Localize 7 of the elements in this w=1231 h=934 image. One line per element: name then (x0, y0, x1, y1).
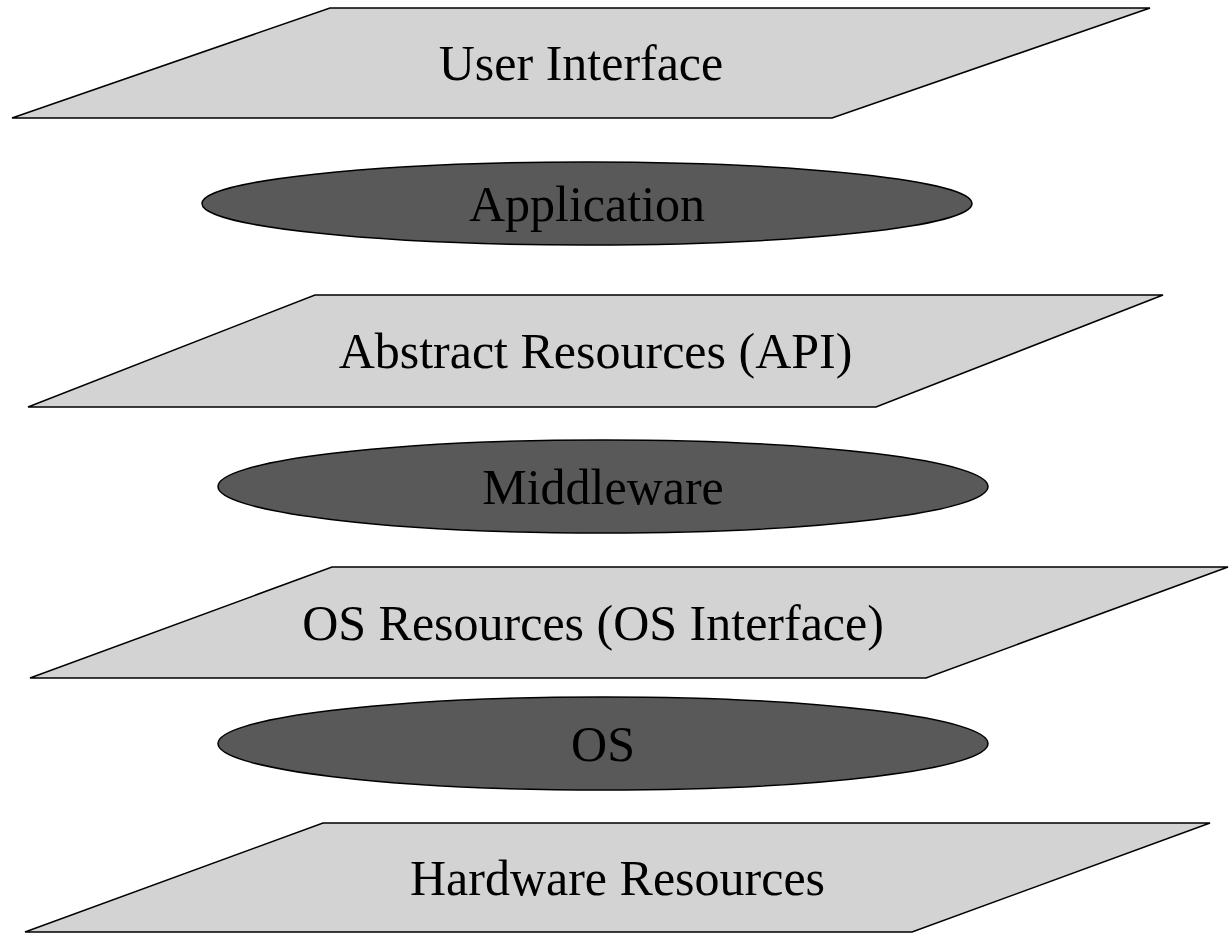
layer-label: Application (468, 176, 706, 231)
layer-label: Middleware (482, 459, 724, 514)
layer-label: User Interface (438, 35, 724, 91)
layer-label: OS (571, 716, 635, 771)
layer-label: Abstract Resources (API) (338, 323, 853, 379)
layer-label: Hardware Resources (409, 850, 826, 905)
layer-label: OS Resources (OS Interface) (302, 595, 884, 650)
